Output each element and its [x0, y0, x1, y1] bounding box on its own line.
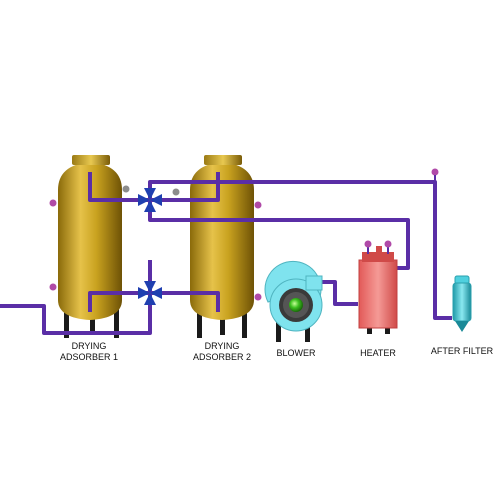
- vessel-leg: [220, 305, 225, 335]
- blower-label: BLOWER: [276, 348, 316, 358]
- blower-leg: [276, 318, 281, 342]
- pipe: [88, 172, 150, 202]
- pipe: [150, 291, 220, 312]
- vessel-flange: [72, 155, 110, 165]
- filter-icon: [452, 275, 472, 332]
- adsorber1-label-line2: ADSORBER 1: [60, 352, 118, 362]
- after-filter-label: AFTER FILTER: [431, 346, 494, 356]
- vessel-leg: [242, 300, 247, 338]
- vessel-leg: [64, 300, 69, 338]
- heater-label: HEATER: [360, 348, 396, 358]
- pipe: [88, 291, 150, 312]
- pipe: [320, 280, 358, 306]
- vessel-leg: [114, 300, 119, 338]
- valve-icon: [138, 281, 162, 305]
- vessel-leg: [90, 305, 95, 335]
- vessel-leg: [197, 300, 202, 338]
- blower-leg: [305, 318, 310, 342]
- pipe: [150, 172, 220, 202]
- vessel-icon: [190, 162, 254, 320]
- pipe-inlet: [0, 295, 152, 335]
- heater-icon: [358, 240, 398, 334]
- vessel-flange: [204, 155, 242, 165]
- adsorber2-label-line1: DRYING: [205, 341, 240, 351]
- valve-icon: [138, 188, 162, 212]
- pipe: [148, 200, 410, 270]
- adsorber2-label-line2: ADSORBER 2: [193, 352, 251, 362]
- gauge-icon: [49, 168, 439, 301]
- blower-icon: [264, 260, 323, 342]
- adsorber1-label-line1: DRYING: [72, 341, 107, 351]
